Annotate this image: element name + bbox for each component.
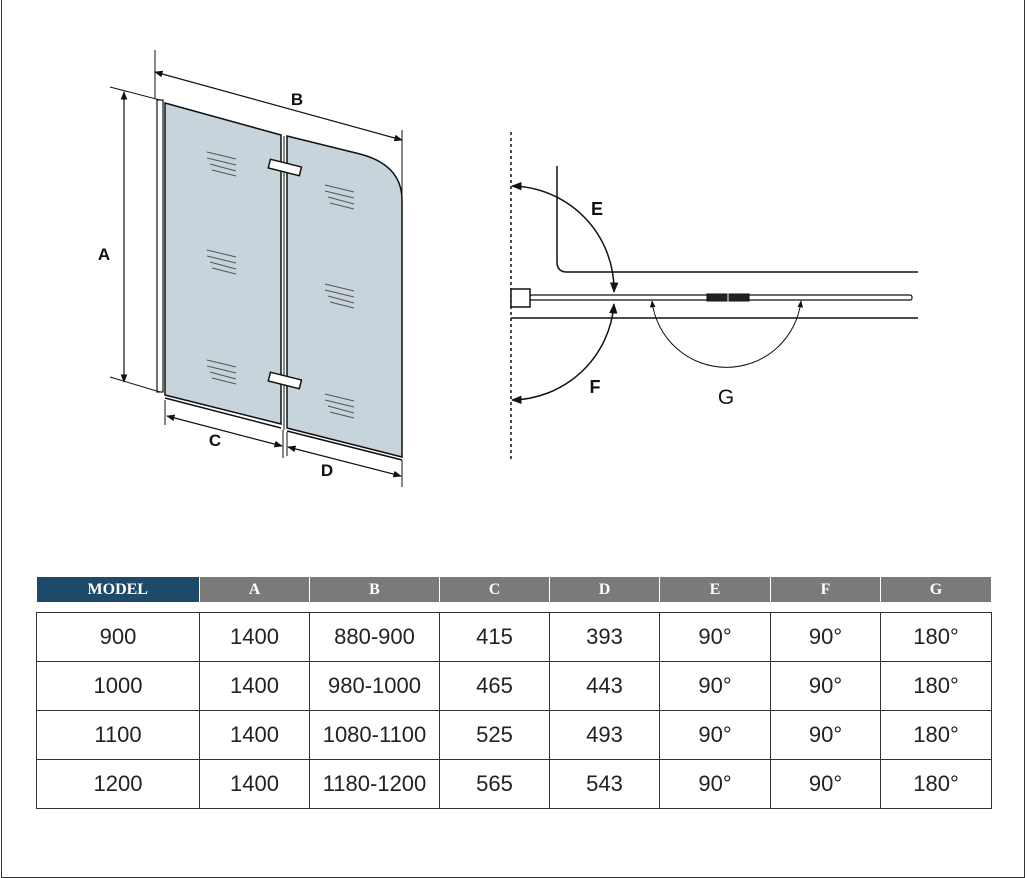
dimension-d: [287, 445, 402, 478]
header-d: D: [549, 577, 660, 602]
bathtub-inner-edge: [556, 166, 918, 273]
glass-reflections: [206, 151, 355, 419]
cell-model: 900: [36, 612, 200, 662]
cell-g: 180°: [880, 759, 992, 809]
front-view: A B C D: [98, 50, 403, 487]
cell-b: 1180-1200: [309, 759, 440, 809]
label-b: B: [291, 90, 303, 109]
cell-c: 525: [439, 710, 550, 760]
table-row: 900 1400 880-900 415 393 90° 90° 180°: [36, 612, 992, 662]
cell-a: 1400: [199, 710, 310, 760]
cell-a: 1400: [199, 759, 310, 809]
header-c: C: [439, 577, 550, 602]
table-row: 1200 1400 1180-1200 565 543 90° 90° 180°: [36, 759, 992, 809]
top-hinge: [267, 158, 303, 177]
cell-e: 90°: [659, 759, 771, 809]
cell-c: 415: [439, 612, 550, 662]
cell-a: 1400: [199, 612, 310, 662]
cell-f: 90°: [770, 661, 881, 711]
cell-model: 1200: [36, 759, 200, 809]
right-glass-panel: [286, 135, 403, 458]
cell-g: 180°: [880, 612, 992, 662]
cell-b: 1080-1100: [309, 710, 440, 760]
cell-c: 565: [439, 759, 550, 809]
cell-model: 1000: [36, 661, 200, 711]
label-d: D: [321, 461, 333, 480]
header-model: MODEL: [36, 577, 200, 602]
header-g: G: [880, 577, 992, 602]
table-row: 1100 1400 1080-1100 525 493 90° 90° 180°: [36, 710, 992, 760]
cell-g: 180°: [880, 661, 992, 711]
cell-e: 90°: [659, 661, 771, 711]
angle-g-arc: [649, 300, 804, 368]
cell-f: 90°: [770, 612, 881, 662]
cell-model: 1100: [36, 710, 200, 760]
cell-c: 465: [439, 661, 550, 711]
label-f: F: [590, 377, 601, 397]
cell-b: 980-1000: [309, 661, 440, 711]
angle-f-arc: [510, 302, 618, 405]
angle-e-arc: [510, 181, 619, 294]
cell-e: 90°: [659, 612, 771, 662]
dimension-b: [154, 70, 403, 142]
cell-f: 90°: [770, 710, 881, 760]
model-spec-table: MODEL A B C D E F G 900 1400 880-900 415…: [36, 577, 992, 809]
header-a: A: [199, 577, 310, 602]
cell-f: 90°: [770, 759, 881, 809]
top-view: E F G: [510, 132, 918, 460]
dimension-c: [166, 414, 283, 448]
header-b: B: [309, 577, 440, 602]
label-e: E: [591, 199, 603, 219]
header-e: E: [659, 577, 771, 602]
shower-screen-diagram: A B C D E F G: [98, 50, 918, 487]
cell-b: 880-900: [309, 612, 440, 662]
table-row: 1000 1400 980-1000 465 443 90° 90° 180°: [36, 661, 992, 711]
cell-d: 393: [549, 612, 660, 662]
top-view-wall-profile: [510, 288, 531, 308]
cell-d: 443: [549, 661, 660, 711]
cell-d: 493: [549, 710, 660, 760]
cell-d: 543: [549, 759, 660, 809]
table-header-row: MODEL A B C D E F G: [36, 577, 992, 602]
wall-profile: [156, 99, 164, 393]
cell-e: 90°: [659, 710, 771, 760]
label-c: C: [209, 431, 221, 450]
label-a: A: [98, 245, 110, 264]
bottom-hinge: [267, 371, 303, 390]
cell-g: 180°: [880, 710, 992, 760]
cell-a: 1400: [199, 661, 310, 711]
header-f: F: [770, 577, 881, 602]
label-g: G: [718, 386, 734, 409]
